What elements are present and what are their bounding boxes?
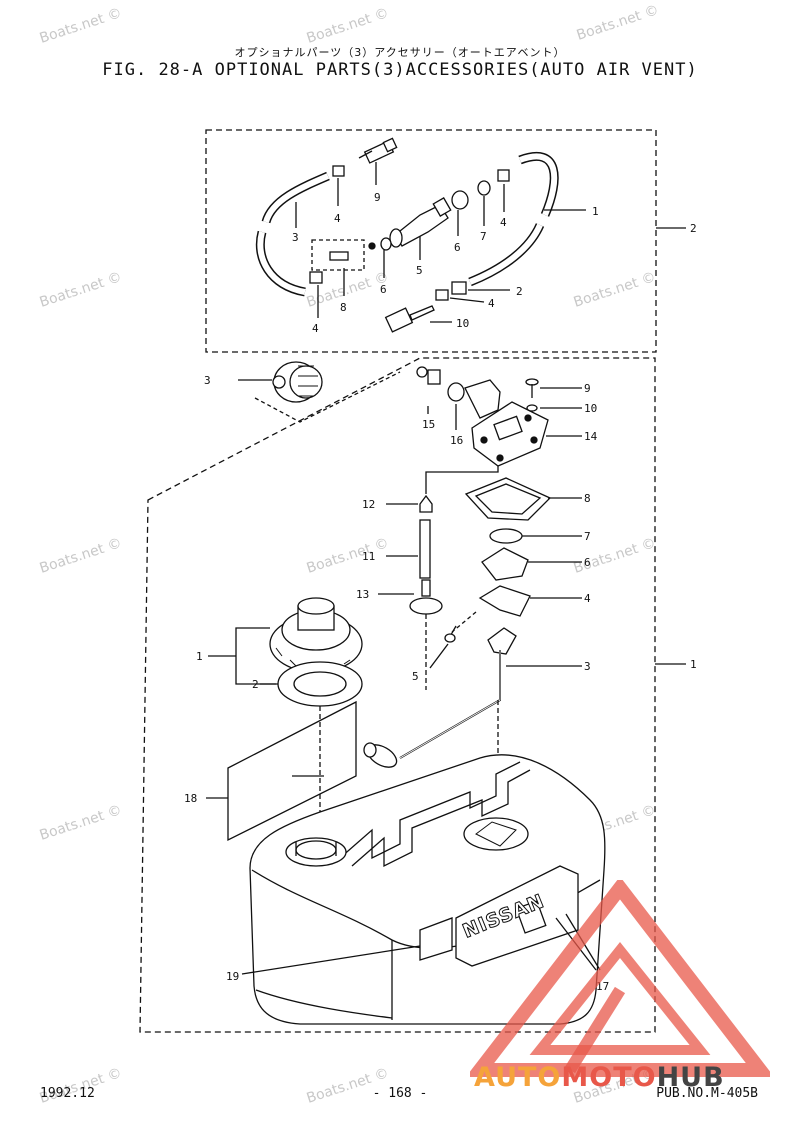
oring-part-7 (489, 528, 523, 544)
brand-wordmark: AUTOMOTOHUB (474, 1062, 725, 1093)
fitting-part-15 (416, 366, 441, 385)
callout-18: 18 (184, 792, 197, 805)
callout-6: 6 (454, 241, 461, 254)
clip-part-4 (309, 271, 323, 284)
leader-line (241, 945, 421, 975)
fitting-part-10 (384, 305, 435, 333)
callout-12: 12 (362, 498, 375, 511)
callout-9: 9 (584, 382, 591, 395)
callout-4: 4 (584, 592, 591, 605)
callout-10: 10 (584, 402, 597, 415)
gasket-part-2 (277, 661, 363, 707)
callout-1-group: 1 (690, 658, 697, 671)
footer-date: 1992.12 (40, 1086, 95, 1101)
clip-part-4 (497, 169, 510, 182)
hose-right (468, 151, 559, 287)
callout-3: 3 (204, 374, 211, 387)
brand-auto: AUTO (474, 1062, 562, 1093)
callout-1: 1 (592, 205, 599, 218)
oring-part-7 (477, 180, 491, 196)
callout-8: 8 (584, 492, 591, 505)
footer-publication-number: PUB.NO.M-405B (656, 1086, 758, 1101)
subgroup-box-8 (311, 239, 365, 271)
nut-part-2 (451, 281, 467, 295)
screw-part-9 (525, 378, 539, 398)
washer-part-10 (526, 404, 538, 412)
fitting-part-8 (329, 237, 392, 261)
rod-part-11 (419, 519, 431, 579)
callout-6: 6 (584, 556, 591, 569)
callout-2: 2 (516, 285, 523, 298)
callout-19: 19 (226, 970, 239, 983)
elbow-tube (464, 379, 501, 419)
callout-3: 3 (584, 660, 591, 673)
callout-1: 1 (196, 650, 203, 663)
callout-4: 4 (312, 322, 319, 335)
callout-8: 8 (340, 301, 347, 314)
callout-11: 11 (362, 550, 375, 563)
callout-9: 9 (374, 191, 381, 204)
float-part-13 (409, 579, 443, 615)
vent-cap-part-3 (254, 361, 401, 423)
gauge-arm-part-3 (363, 627, 517, 768)
housing-part-6 (481, 547, 529, 581)
callout-5: 5 (412, 670, 419, 683)
clip-part-4 (332, 165, 345, 177)
callout-2-group: 2 (690, 222, 697, 235)
valve-part-5 (389, 197, 452, 248)
callout-7: 7 (584, 530, 591, 543)
hose-left (255, 171, 330, 297)
callout-4: 4 (334, 212, 341, 225)
clip-part-4 (435, 289, 449, 301)
callout-4: 4 (500, 216, 507, 229)
callout-15: 15 (422, 418, 435, 431)
callout-5: 5 (416, 264, 423, 277)
nut-part-6 (451, 190, 469, 210)
upper-group-box (205, 129, 657, 353)
filler-cap-part-1 (269, 597, 363, 673)
callout-16: 16 (450, 434, 463, 447)
callout-10: 10 (456, 317, 469, 330)
page-title-japanese: オプショナルパーツ（3）アクセサリー（オートエアベント） (234, 46, 566, 59)
callout-6: 6 (380, 283, 387, 296)
callout-3: 3 (292, 231, 299, 244)
connector-part-9 (358, 137, 398, 164)
base-plate-part-14 (471, 401, 549, 467)
callout-13: 13 (356, 588, 369, 601)
callout-2: 2 (252, 678, 259, 691)
brand-logo-icon (470, 880, 770, 1077)
leader-line (425, 466, 499, 494)
fuel-tank (249, 754, 606, 1025)
washer-part-16 (447, 382, 465, 402)
callout-14: 14 (584, 430, 598, 443)
callout-bracket (235, 627, 276, 685)
brand-moto: MOTO (561, 1062, 657, 1093)
brand-hub: HUB (656, 1062, 725, 1093)
bracket-part-4 (478, 585, 531, 617)
lower-group-box (139, 357, 656, 1033)
page-title: FIG. 28-A OPTIONAL PARTS(3)ACCESSORIES(A… (102, 60, 698, 80)
callout-7: 7 (480, 230, 487, 243)
footer-page-number: - 168 - (372, 1086, 428, 1101)
nut-part-12 (419, 494, 433, 513)
callout-4: 4 (488, 297, 495, 310)
upper-leaders (295, 162, 586, 323)
label-sheet-part-18 (227, 700, 357, 842)
leader-line (429, 643, 449, 669)
screw-part-5 (444, 625, 457, 643)
